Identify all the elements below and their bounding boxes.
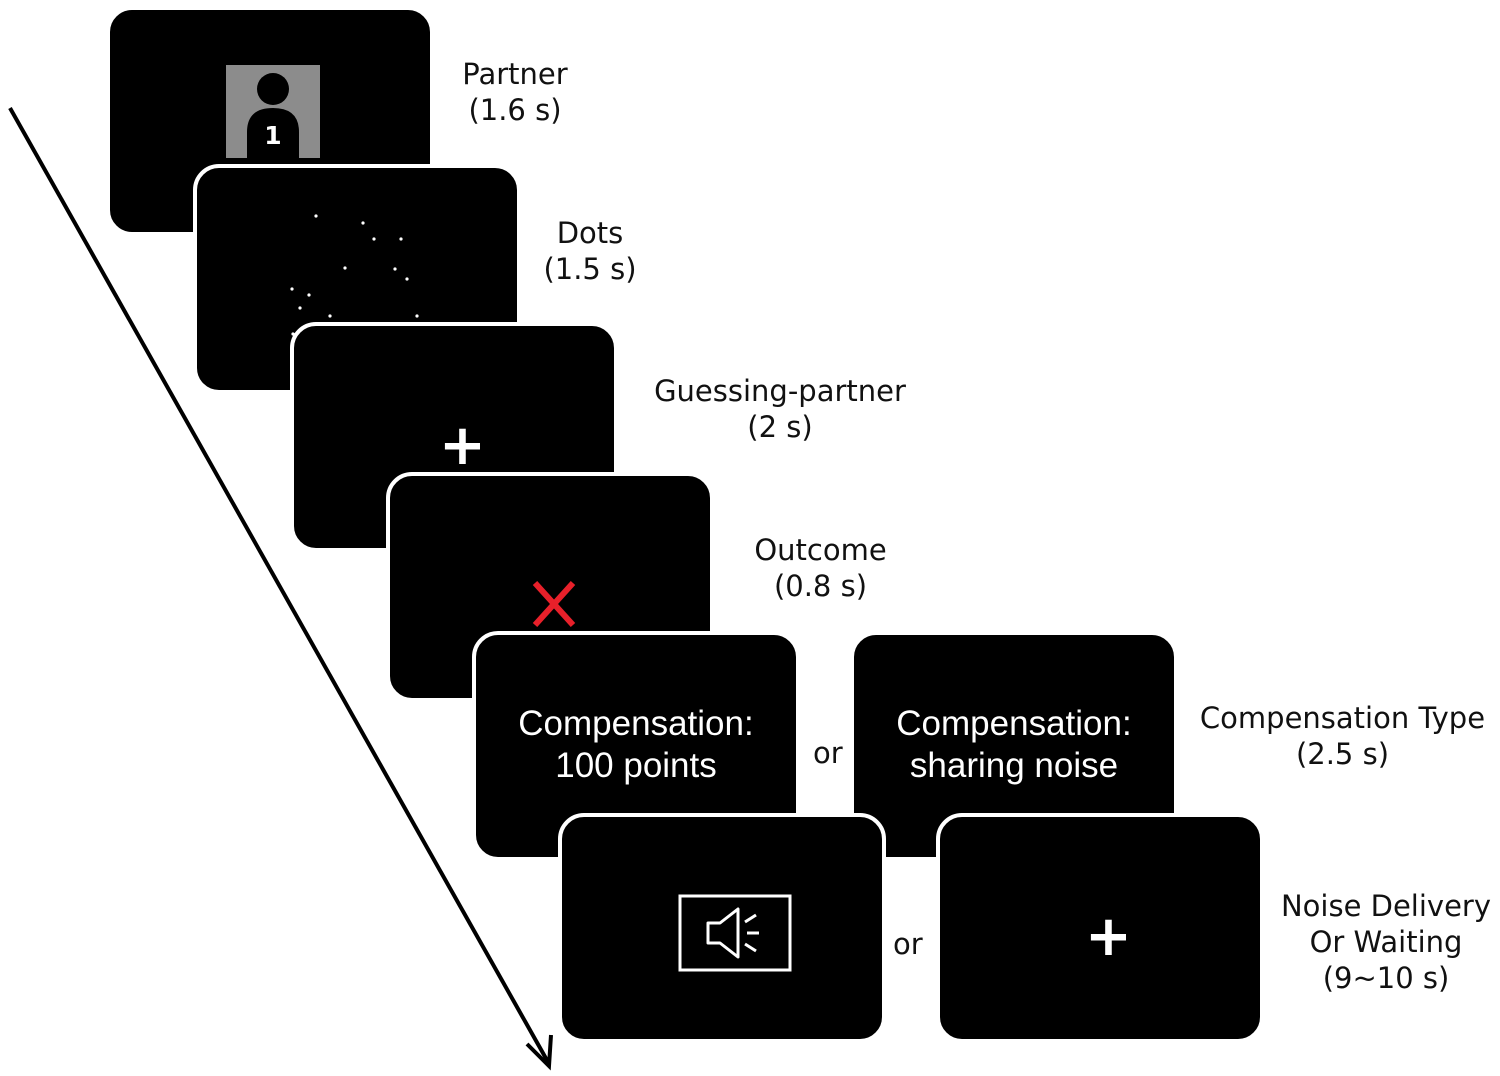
guessing-label: Guessing-partner (2 s) <box>654 374 906 444</box>
dots-label: Dots (1.5 s) <box>543 216 637 286</box>
noise-label: Noise Delivery Or Waiting (9~10 s) <box>1280 889 1492 995</box>
or-noise: or <box>893 927 923 961</box>
compensation-points-text: Compensation: 100 points <box>518 704 754 785</box>
outcome-label: Outcome (0.8 s) <box>754 533 887 603</box>
or-compensation: or <box>813 736 843 770</box>
partner-number: 1 <box>264 121 282 150</box>
compensation-label: Compensation Type (2.5 s) <box>1199 701 1486 771</box>
waiting-screen: + <box>936 813 1264 1043</box>
fixation-cross: + <box>439 413 486 478</box>
partner-label: Partner (1.6 s) <box>462 57 568 127</box>
red-x-icon <box>532 580 576 628</box>
waiting-fixation-cross: + <box>1085 904 1132 969</box>
compensation-noise-text: Compensation: sharing noise <box>896 704 1132 785</box>
speaker-icon <box>678 894 792 972</box>
noise-delivery-screen <box>558 813 886 1043</box>
person-silhouette-icon <box>226 65 320 158</box>
